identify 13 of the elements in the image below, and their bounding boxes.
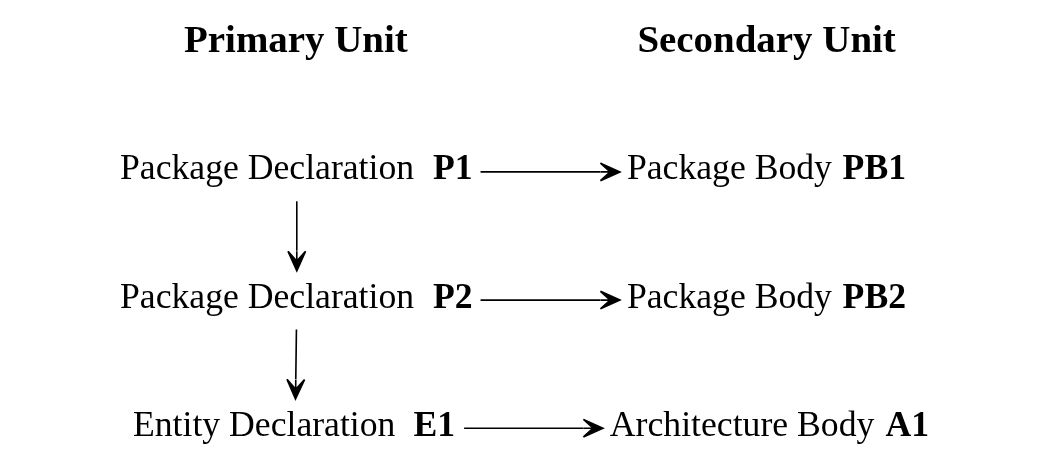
node-text: Package Body PB2 — [626, 275, 907, 316]
node-text: Package Declaration P2 — [119, 275, 473, 316]
label: Primary Unit — [184, 17, 408, 61]
label: Secondary Unit — [637, 17, 896, 61]
arrow — [286, 328, 306, 400]
arrow — [479, 290, 621, 310]
node-text: Architecture Body A1 — [609, 403, 930, 444]
arrow — [463, 418, 604, 438]
node-text: Package Declaration P1 — [119, 147, 473, 188]
node-text: Package Body PB1 — [626, 147, 907, 188]
arrow — [287, 200, 307, 272]
node-text: Entity Declaration E1 — [132, 403, 456, 444]
arrow — [479, 162, 621, 182]
